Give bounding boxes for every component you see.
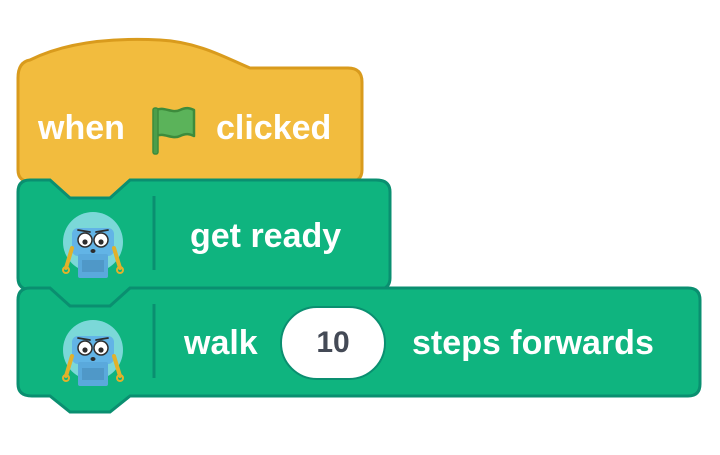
green-flag-icon <box>152 106 196 155</box>
steps-forwards-label: steps forwards <box>412 324 654 362</box>
robot-icon <box>62 212 124 278</box>
robot-icon <box>62 320 124 386</box>
when-label: when <box>38 109 125 147</box>
walk-label: walk <box>184 324 258 362</box>
steps-number-input[interactable] <box>280 306 386 380</box>
get-ready-label: get ready <box>190 217 342 255</box>
clicked-label: clicked <box>216 109 332 147</box>
